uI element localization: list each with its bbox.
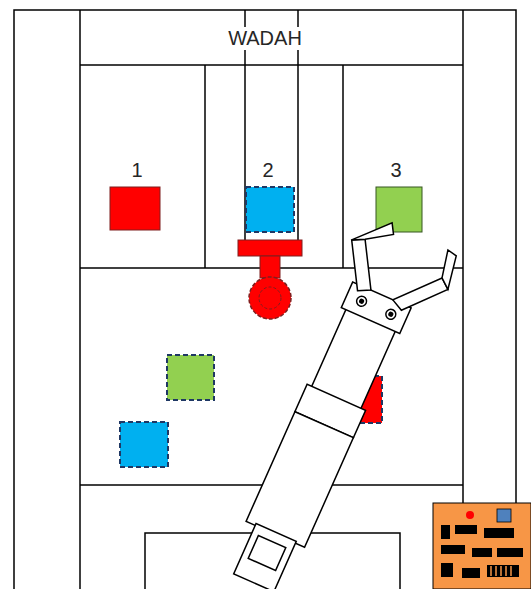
gripper-pivot [388, 312, 393, 317]
zone-number: 3 [388, 159, 403, 182]
red-block [110, 187, 160, 230]
arena-line [80, 64, 463, 66]
green-block-dashed [167, 355, 214, 400]
board-chip [484, 528, 514, 538]
gripper-pivot [355, 295, 368, 308]
container-band: WADAH [80, 10, 463, 65]
gripper-finger [334, 234, 389, 295]
zone-number: 1 [129, 159, 144, 182]
arm-base [248, 536, 286, 571]
board-chip [472, 548, 492, 557]
pusher-base [259, 287, 281, 309]
arena-line [79, 10, 81, 589]
arena-lines [14, 10, 516, 589]
controller-board [433, 503, 531, 589]
green-block [376, 187, 422, 232]
board-chip [455, 525, 477, 534]
board-chip [462, 568, 480, 578]
zone-box: 1 [80, 65, 205, 268]
pusher-robot [238, 240, 302, 319]
arm-base [234, 524, 297, 589]
zone-box: 3 [343, 65, 463, 268]
zone-number: 2 [260, 159, 275, 182]
gripper-finger [390, 263, 451, 324]
board-led [466, 511, 474, 519]
gripper-claw [433, 250, 462, 289]
gripper-pivot [359, 299, 364, 304]
pusher-base [249, 277, 291, 319]
zone-box: 2 [205, 65, 343, 268]
board-chip [497, 548, 523, 557]
board-chip [441, 563, 453, 577]
arena-line [204, 65, 206, 268]
robot-arm [208, 211, 463, 589]
container-label: WADAH [226, 27, 304, 50]
arena-border [14, 10, 516, 589]
board-chip [441, 545, 465, 554]
blue-block-dashed [246, 187, 294, 232]
board [433, 503, 531, 589]
gripper-claw [352, 211, 398, 255]
pusher-plate [238, 240, 302, 256]
gripper-pivot [384, 308, 397, 321]
board-chip [497, 509, 511, 522]
board-chip [487, 565, 519, 577]
board-chip [441, 525, 450, 539]
pusher-rod [260, 256, 280, 278]
board-pins [491, 566, 511, 576]
blue-block-dashed [120, 422, 168, 467]
arena-line [462, 10, 464, 589]
arena-line [342, 65, 344, 268]
